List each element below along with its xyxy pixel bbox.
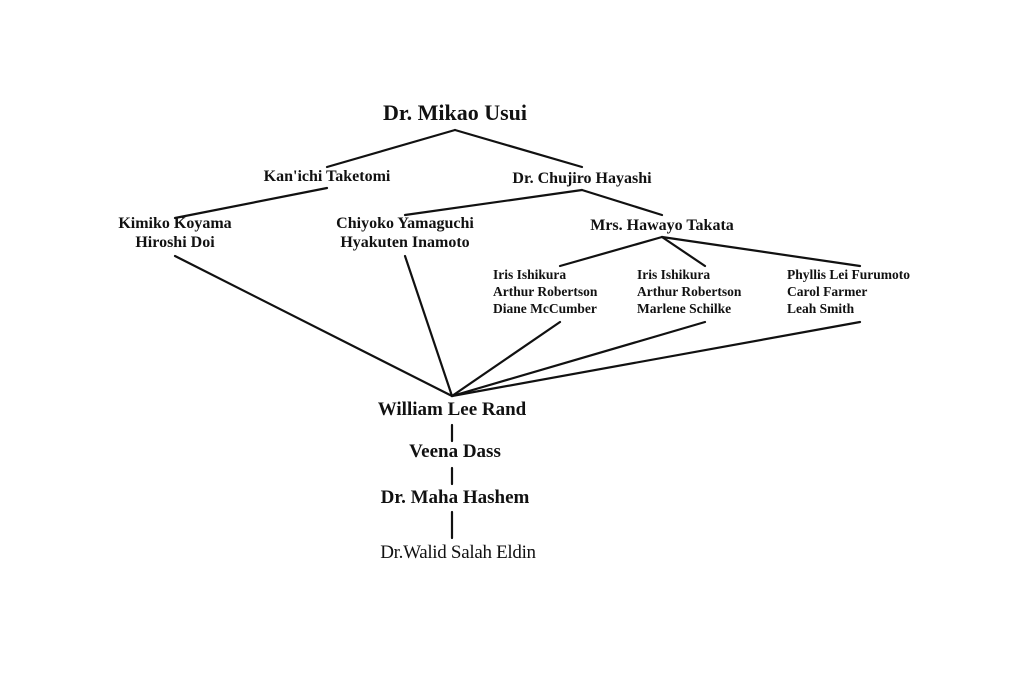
connector-hayashi-yamaguchi [403, 188, 584, 217]
node-name: Arthur Robertson [637, 283, 742, 299]
connector-group3-rand [450, 320, 862, 398]
node-group-takata-1: Iris Ishikura Arthur Robertson Diane McC… [493, 267, 597, 318]
node-kanichi-taketomi: Kan'ichi Taketomi [263, 168, 391, 185]
connector-usui-taketomi [325, 128, 457, 169]
connector-takata-group2 [660, 235, 707, 268]
node-name: Kimiko Koyama [118, 215, 232, 232]
node-william-lee-rand: William Lee Rand [377, 399, 527, 420]
node-hawayo-takata: Mrs. Hawayo Takata [590, 217, 734, 234]
node-name: Leah Smith [787, 300, 855, 316]
connector-takata-group3 [660, 235, 862, 268]
node-group-takata-2: Iris Ishikura Arthur Robertson Marlene S… [637, 267, 741, 318]
node-group-koyama-doi: Kimiko Koyama Hiroshi Doi [118, 214, 231, 252]
node-name: Hiroshi Doi [135, 234, 215, 252]
node-walid-salah-eldin: Dr.Walid Salah Eldin [380, 542, 536, 563]
connector-yamaguchi-rand [403, 254, 454, 398]
node-name: Iris Ishikura [637, 267, 711, 282]
connector-taketomi-koyama [173, 186, 329, 220]
node-veena-dass: Veena Dass [409, 441, 501, 462]
connector-group1-rand [450, 320, 562, 398]
node-chujiro-hayashi: Dr. Chujiro Hayashi [512, 170, 652, 187]
node-name: Marlene Schilke [637, 300, 732, 316]
connector-group2-rand [450, 320, 707, 398]
node-name: Iris Ishikura [493, 267, 567, 282]
node-group-yamaguchi-inamoto: Chiyoko Yamaguchi Hyakuten Inamoto [336, 214, 474, 252]
node-name: Carol Farmer [787, 283, 868, 299]
connector-koyama-rand [173, 254, 454, 398]
connector-hayashi-takata [580, 188, 664, 217]
node-name: Diane McCumber [493, 300, 597, 316]
node-name: Hyakuten Inamoto [340, 234, 470, 252]
node-maha-hashem: Dr. Maha Hashem [380, 487, 530, 508]
connector-usui-hayashi [453, 128, 584, 169]
node-name: Arthur Robertson [493, 283, 598, 299]
node-name: Chiyoko Yamaguchi [336, 215, 474, 232]
node-group-takata-3: Phyllis Lei Furumoto Carol Farmer Leah S… [787, 267, 910, 318]
connector-takata-group1 [558, 235, 664, 268]
node-mikao-usui: Dr. Mikao Usui [382, 100, 528, 125]
node-name: Phyllis Lei Furumoto [787, 267, 911, 282]
